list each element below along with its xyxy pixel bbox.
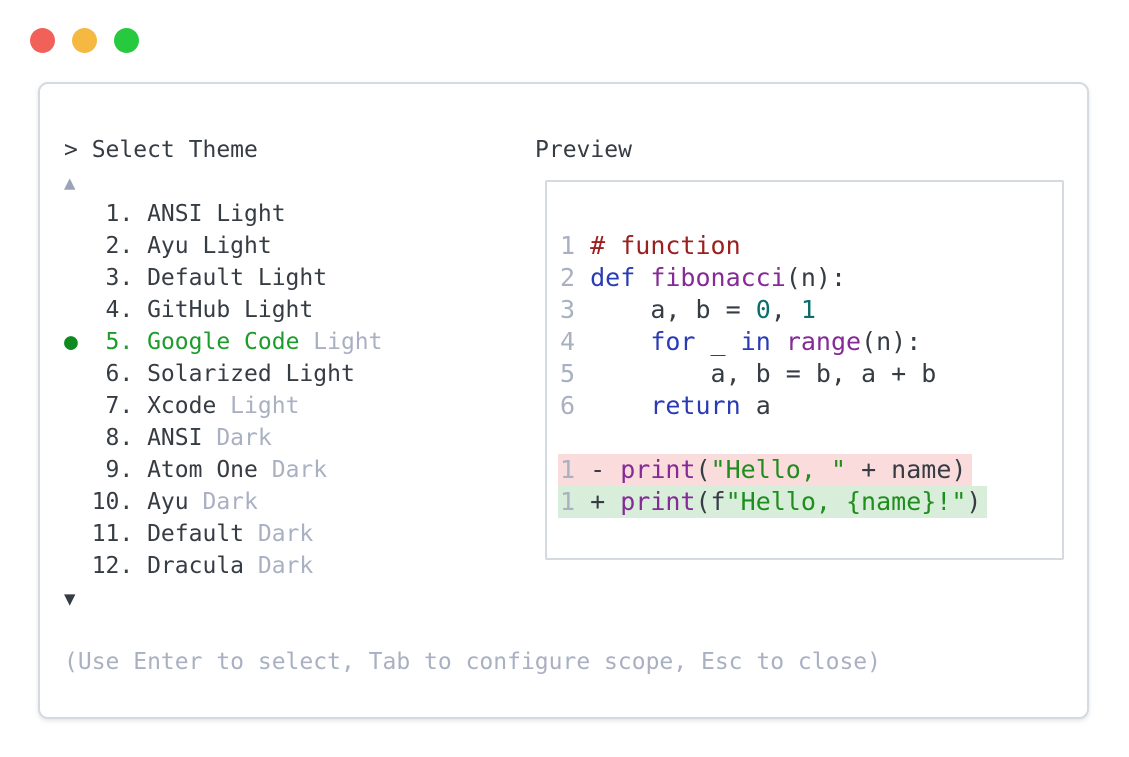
code-token: )	[966, 487, 982, 516]
select-theme-prompt: > Select Theme	[64, 137, 258, 163]
theme-item-label: 11. Default	[64, 521, 245, 547]
theme-item-label: 9. Atom One	[64, 457, 258, 483]
theme-variant-label: Dark	[257, 457, 328, 483]
help-text: (Use Enter to select, Tab to configure s…	[64, 649, 881, 675]
code-string-token: "Hello, {name}!"	[725, 487, 967, 516]
code-token: a, b = b, a + b	[590, 359, 937, 388]
theme-item-label: 6. Solarized Light	[64, 361, 355, 387]
code-string-token: "Hello, "	[710, 455, 847, 484]
code-token	[590, 391, 650, 420]
theme-variant-label: Light	[299, 329, 383, 355]
code-keyword-token: def	[590, 263, 636, 292]
code-comment-token: # function	[590, 231, 741, 260]
theme-item-8[interactable]: 8. ANSI Dark	[64, 422, 881, 454]
code-function-token: print	[620, 455, 696, 484]
theme-item-label: 2. Ayu Light	[64, 233, 272, 259]
code-line-6: 6 return a	[560, 390, 1054, 422]
theme-item-4[interactable]: 4. GitHub Light	[64, 294, 881, 326]
theme-item-11[interactable]: 11. Default Dark	[64, 518, 881, 550]
selected-bullet-icon: ●	[64, 329, 78, 355]
theme-item-7[interactable]: 7. Xcode Light	[64, 390, 881, 422]
theme-item-label: 7. Xcode	[64, 393, 217, 419]
code-token: (f	[695, 487, 726, 516]
code-function-token: print	[620, 487, 696, 516]
theme-variant-label: Dark	[188, 489, 258, 515]
code-token: _	[695, 327, 741, 356]
minimize-button-icon[interactable]	[72, 28, 97, 53]
code-token: a, b =	[590, 295, 756, 324]
theme-item-10[interactable]: 10. Ayu Dark	[64, 486, 881, 518]
code-function-token: fibonacci	[650, 263, 786, 292]
line-number: 1	[560, 455, 576, 484]
theme-item-label: 3. Default Light	[64, 265, 328, 291]
preview-pane: 1 # function 2 def fibonacci(n): 3 a, b …	[545, 180, 1064, 560]
code-token	[590, 327, 650, 356]
code-line-1: 1 # function	[560, 230, 1054, 262]
theme-item-label: 12. Dracula	[64, 553, 245, 579]
theme-item-label: 1. ANSI Light	[64, 201, 286, 227]
diff-minus-token: -	[575, 455, 621, 484]
theme-item-12[interactable]: 12. Dracula Dark	[64, 550, 881, 582]
theme-item-label: 4. GitHub Light	[64, 297, 314, 323]
diff-removed-line: 1 - print("Hello, " + name)	[558, 454, 1054, 486]
code-sample: 1 # function 2 def fibonacci(n): 3 a, b …	[547, 182, 1062, 518]
theme-item-3[interactable]: 3. Default Light	[64, 262, 881, 294]
theme-variant-label: Dark	[244, 553, 314, 579]
code-line-5: 5 a, b = b, a + b	[560, 358, 1054, 390]
theme-item-5-selected[interactable]: ● 5. Google Code Light	[64, 326, 881, 358]
code-line-2: 2 def fibonacci(n):	[560, 262, 1054, 294]
code-token: (	[695, 455, 711, 484]
diff-plus-token: +	[575, 487, 621, 516]
code-token	[771, 327, 786, 356]
diff-added-line: 1 + print(f"Hello, {name}!")	[558, 486, 1054, 518]
blank-code-line	[560, 422, 1054, 454]
code-keyword-token: return	[650, 391, 741, 420]
line-number: 4	[560, 327, 591, 356]
theme-picker-dialog: > Select Theme ▲ 1. ANSI Light 2. Ayu Li…	[38, 82, 1089, 719]
code-token: ,	[770, 295, 801, 324]
theme-item-6[interactable]: 6. Solarized Light	[64, 358, 881, 390]
code-keyword-token: in	[740, 327, 771, 356]
spacer-line	[64, 614, 881, 646]
code-keyword-token: for	[650, 327, 696, 356]
scroll-down-icon[interactable]: ▼	[64, 588, 76, 610]
line-number: 1	[560, 487, 576, 516]
code-token: (n):	[861, 327, 922, 356]
diff-removed-highlight: 1 - print("Hello, " + name)	[558, 454, 973, 486]
theme-item-2[interactable]: 2. Ayu Light	[64, 230, 881, 262]
code-token: + name)	[846, 455, 967, 484]
code-token: a	[740, 391, 771, 420]
line-number: 1	[560, 231, 591, 260]
zoom-button-icon[interactable]	[114, 28, 139, 53]
theme-item-label: 10. Ayu	[64, 489, 189, 515]
diff-added-highlight: 1 + print(f"Hello, {name}!")	[558, 486, 988, 518]
code-token: (n):	[785, 263, 847, 292]
scroll-up-row[interactable]: ▲	[64, 166, 881, 198]
code-number-token: 1	[800, 295, 816, 324]
code-line-4: 4 for _ in range(n):	[560, 326, 1054, 358]
scroll-up-icon[interactable]: ▲	[64, 172, 76, 194]
code-number-token: 0	[755, 295, 771, 324]
code-line-3: 3 a, b = 0, 1	[560, 294, 1054, 326]
line-number: 2	[560, 263, 591, 292]
close-button-icon[interactable]	[30, 28, 55, 53]
scroll-down-row[interactable]: ▼	[64, 582, 881, 614]
theme-variant-label: Dark	[244, 521, 314, 547]
line-number: 3	[560, 295, 591, 324]
code-token	[635, 263, 650, 292]
line-number: 6	[560, 391, 591, 420]
window-controls	[30, 28, 139, 53]
theme-item-label: 8. ANSI	[64, 425, 203, 451]
preview-title: Preview	[535, 137, 632, 163]
line-number: 5	[560, 359, 591, 388]
code-function-token: range	[785, 327, 862, 356]
theme-item-9[interactable]: 9. Atom One Dark	[64, 454, 881, 486]
theme-list: > Select Theme ▲ 1. ANSI Light 2. Ayu Li…	[64, 134, 881, 678]
theme-item-label: 5. Google Code	[77, 329, 300, 355]
theme-item-1[interactable]: 1. ANSI Light	[64, 198, 881, 230]
theme-variant-label: Dark	[202, 425, 272, 451]
theme-variant-label: Light	[216, 393, 300, 419]
